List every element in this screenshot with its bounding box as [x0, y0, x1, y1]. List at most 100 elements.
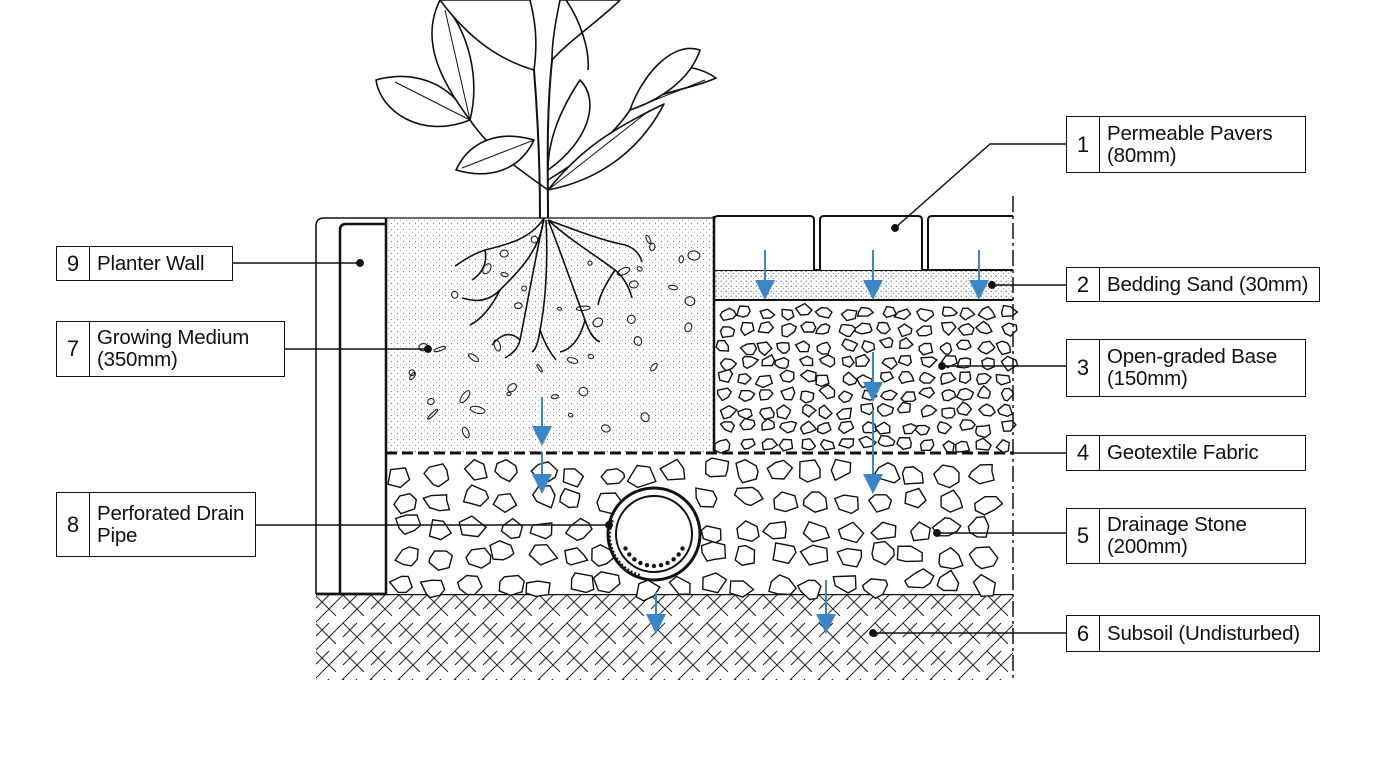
stone — [896, 545, 923, 563]
stone — [917, 386, 936, 399]
stone — [500, 517, 524, 540]
callout-number: 9 — [57, 247, 90, 280]
soil-particle — [507, 383, 517, 393]
stone — [695, 487, 718, 508]
stone — [761, 354, 776, 367]
bedding-sand-layer — [714, 270, 1013, 300]
stone — [940, 321, 957, 337]
stone — [900, 391, 917, 403]
stone — [938, 546, 964, 570]
stone — [734, 544, 756, 566]
stone — [778, 438, 794, 452]
soil-particle — [640, 412, 650, 423]
stone — [861, 578, 889, 600]
stone — [779, 369, 795, 383]
stone — [781, 308, 795, 321]
stone — [954, 440, 971, 453]
soil-particle — [536, 363, 543, 373]
stone — [903, 568, 935, 589]
subsoil-layer — [316, 594, 1013, 680]
stone — [974, 424, 992, 439]
stone — [799, 420, 818, 435]
stone — [818, 404, 834, 420]
stone — [837, 438, 855, 449]
stone — [995, 373, 1011, 386]
stone — [819, 438, 836, 451]
stone — [816, 341, 832, 355]
stone — [387, 467, 411, 489]
stone — [936, 420, 953, 435]
stone — [570, 572, 595, 594]
stone — [422, 494, 451, 512]
stone — [919, 439, 935, 451]
stone — [462, 484, 490, 507]
stone — [1000, 419, 1017, 432]
callout-geotextile-fabric: 4 Geotextile Fabric — [1066, 435, 1306, 471]
soil-particle — [684, 322, 693, 333]
soil-particle — [601, 424, 611, 433]
callout-label: Permeable Pavers (80mm) — [1107, 121, 1273, 167]
stone — [899, 337, 914, 350]
stone — [967, 463, 995, 485]
callout-permeable-pavers: 1 Permeable Pavers (80mm) — [1066, 116, 1306, 173]
stone — [974, 320, 993, 335]
soil-particle — [650, 362, 658, 372]
stone — [768, 574, 798, 596]
perforation — [680, 546, 685, 551]
stone — [704, 457, 730, 478]
soil-particle — [616, 266, 631, 276]
stone — [733, 486, 764, 507]
stone — [562, 468, 585, 488]
stone — [428, 550, 454, 571]
stone — [1000, 304, 1019, 318]
callout-label: Subsoil (Undisturbed) — [1107, 621, 1300, 645]
stone — [591, 544, 616, 567]
perforation — [632, 557, 637, 562]
stone — [758, 406, 775, 421]
soil-particle — [668, 284, 679, 291]
stone — [879, 389, 899, 401]
stone — [932, 464, 960, 489]
soil-particle — [687, 250, 701, 261]
stone — [837, 390, 854, 404]
stone — [818, 384, 836, 400]
stone — [814, 306, 833, 319]
stone — [957, 322, 975, 336]
callout-number: 5 — [1067, 509, 1100, 563]
stone — [799, 390, 815, 404]
stone — [855, 353, 871, 368]
stone — [740, 321, 755, 337]
soil-particle — [433, 346, 447, 353]
stone — [841, 338, 859, 352]
perforated-drain-pipe — [606, 486, 702, 582]
soil-particle — [645, 234, 652, 245]
root — [531, 219, 548, 353]
stone — [525, 580, 551, 598]
soil-particle — [592, 317, 604, 328]
drainage-stone-rocks — [387, 457, 1004, 602]
stone — [877, 434, 896, 448]
root — [559, 319, 586, 353]
stone — [592, 571, 621, 594]
stone — [841, 355, 855, 369]
stone — [779, 420, 798, 434]
stone — [867, 494, 893, 513]
stone — [915, 325, 933, 337]
perforation — [627, 552, 632, 557]
stone — [830, 458, 852, 482]
stone — [879, 371, 895, 383]
stone — [393, 492, 418, 515]
root — [471, 249, 487, 281]
stone — [955, 387, 975, 401]
stone — [498, 574, 525, 597]
stone — [936, 569, 960, 592]
stone — [837, 521, 865, 544]
soil-particle — [633, 336, 643, 346]
callout-number: 1 — [1067, 117, 1100, 172]
stone — [941, 388, 957, 402]
stone — [802, 520, 831, 543]
callout-label: Open-graded Base (150mm) — [1107, 345, 1278, 390]
stone — [995, 340, 1011, 356]
stone — [559, 487, 581, 509]
